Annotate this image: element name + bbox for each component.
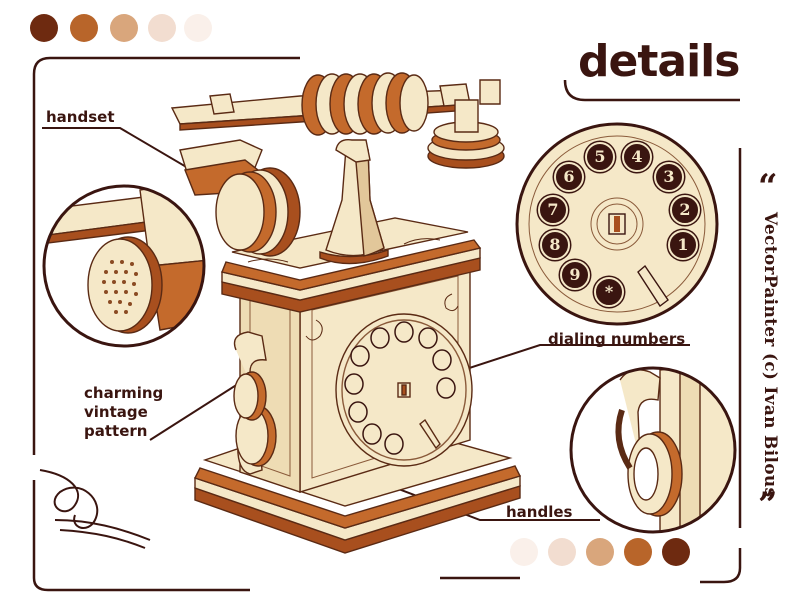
frame-lines — [32, 56, 742, 592]
swatch-bottom-4 — [624, 538, 652, 566]
label-handles: handles — [506, 503, 573, 521]
dial-digit-text: 3 — [663, 167, 675, 186]
swatch-bottom-1 — [510, 538, 538, 566]
swatch-bottom-5 — [662, 538, 690, 566]
dial-digit-text: 9 — [569, 265, 581, 284]
handset-grip — [301, 72, 429, 136]
dial-digit: 6 — [554, 162, 584, 192]
vintage-pattern-ornament — [247, 238, 459, 341]
label-pattern-line-2: vintage — [84, 403, 148, 421]
dial-digit: 3 — [654, 162, 684, 192]
dial-digit-text: 6 — [563, 167, 575, 186]
dial-digit: 9 — [560, 260, 590, 290]
telephone-illustration — [170, 72, 521, 554]
page-title: details — [578, 36, 740, 87]
credit-text: VectorPainter (c) Ivan Bilous — [760, 212, 780, 498]
swatch-top-1 — [30, 14, 58, 42]
dial-digit-text: 4 — [631, 147, 643, 166]
quote-open: “ — [758, 167, 778, 207]
swatch-bottom-2 — [548, 538, 576, 566]
dial-digit-text: 7 — [547, 200, 559, 219]
front-dial-holes — [344, 321, 456, 455]
label-pattern-line-3: pattern — [84, 422, 148, 440]
dial-digit-text: 1 — [677, 235, 689, 254]
dial-digit-text: 5 — [594, 147, 606, 166]
label-dialing-numbers: dialing numbers — [548, 330, 686, 348]
dial-digit: 1 — [668, 230, 698, 260]
dial-digit: * — [594, 277, 624, 307]
dial-digit-text: 8 — [549, 235, 561, 254]
dial-digit: 2 — [670, 195, 700, 225]
dial-digit: 8 — [540, 230, 570, 260]
swatch-top-3 — [110, 14, 138, 42]
quote-close: ” — [758, 485, 778, 525]
swatch-bottom-3 — [586, 538, 614, 566]
dial-digit-text: * — [604, 282, 614, 301]
label-handset: handset — [46, 108, 115, 126]
swatch-top-2 — [70, 14, 98, 42]
handset-detail-circle — [42, 184, 206, 348]
dial-digit-text: 2 — [679, 200, 691, 219]
dial-digit: 7 — [538, 195, 568, 225]
dial-digit: 4 — [622, 142, 652, 172]
label-pattern-line-1: charming — [84, 384, 164, 402]
dial-digit: 5 — [585, 142, 615, 172]
flourish-ornament — [39, 469, 151, 549]
swatch-top-4 — [148, 14, 176, 42]
swatch-top-5 — [184, 14, 212, 42]
handle-detail-circle — [569, 366, 737, 534]
